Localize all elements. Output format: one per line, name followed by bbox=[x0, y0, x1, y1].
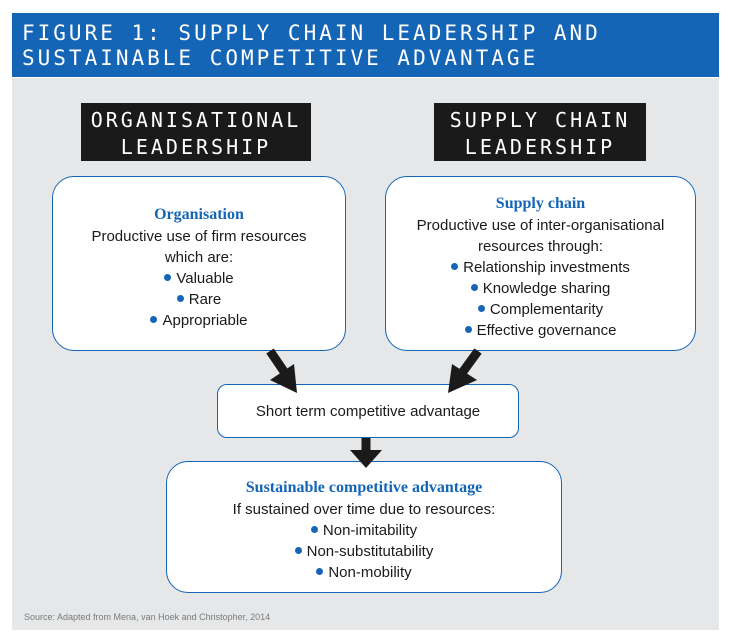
organisation-text-line-1: Productive use of firm resources bbox=[91, 228, 307, 245]
bullet-dot-icon bbox=[294, 547, 302, 554]
list-item: Rare bbox=[53, 289, 345, 310]
organisational-header-line-2: LEADERSHIP bbox=[120, 135, 272, 159]
short-term-advantage-text: Short term competitive advantage bbox=[255, 403, 481, 420]
sustainable-advantage-box: Sustainable competitive advantage If sus… bbox=[166, 461, 562, 593]
list-item: Non-substitutability bbox=[167, 541, 561, 562]
list-item: Non-imitability bbox=[167, 520, 561, 541]
list-item: Effective governance bbox=[386, 320, 695, 341]
bullet-dot-icon bbox=[176, 295, 184, 302]
supply-chain-text-line-1: Productive use of inter-organisational bbox=[416, 217, 665, 234]
organisation-bullet-list: Valuable Rare Appropriable bbox=[53, 268, 345, 331]
bullet-dot-icon bbox=[470, 284, 478, 291]
bullet-text: Appropriable bbox=[162, 312, 248, 329]
list-item: Non-mobility bbox=[167, 562, 561, 583]
supply-chain-bullet-list: Relationship investments Knowledge shari… bbox=[386, 257, 695, 341]
bullet-dot-icon bbox=[164, 274, 172, 281]
list-item: Knowledge sharing bbox=[386, 278, 695, 299]
list-item: Appropriable bbox=[53, 310, 345, 331]
list-item: Relationship investments bbox=[386, 257, 695, 278]
figure-title-line-2: SUSTAINABLE COMPETITIVE ADVANTAGE bbox=[22, 46, 539, 70]
sustainable-bullet-list: Non-imitability Non-substitutability Non… bbox=[167, 520, 561, 583]
organisational-leadership-header: ORGANISATIONAL LEADERSHIP bbox=[81, 103, 311, 161]
bullet-dot-icon bbox=[464, 326, 472, 333]
figure-title-bar: FIGURE 1: SUPPLY CHAIN LEADERSHIP AND SU… bbox=[12, 13, 719, 77]
list-item: Complementarity bbox=[386, 299, 695, 320]
organisation-heading: Organisation bbox=[154, 206, 244, 223]
source-note: Source: Adapted from Mena, van Hoek and … bbox=[24, 612, 271, 622]
bullet-dot-icon bbox=[150, 316, 158, 323]
supply-chain-heading: Supply chain bbox=[495, 195, 586, 212]
bullet-dot-icon bbox=[316, 568, 324, 575]
sustainable-advantage-heading: Sustainable competitive advantage bbox=[245, 479, 483, 496]
supply-chain-text-line-2: resources through: bbox=[477, 238, 604, 255]
sustainable-advantage-text: If sustained over time due to resources: bbox=[232, 501, 496, 518]
bullet-text: Non-imitability bbox=[322, 522, 418, 539]
organisation-box: Organisation Productive use of firm reso… bbox=[52, 176, 346, 351]
bullet-dot-icon bbox=[310, 526, 318, 533]
organisation-text-line-2: which are: bbox=[164, 249, 234, 266]
bullet-text: Relationship investments bbox=[463, 259, 630, 276]
supply-chain-leadership-header: SUPPLY CHAIN LEADERSHIP bbox=[434, 103, 646, 161]
supply-chain-box: Supply chain Productive use of inter-org… bbox=[385, 176, 696, 351]
bullet-text: Complementarity bbox=[489, 301, 604, 318]
bullet-text: Valuable bbox=[176, 270, 234, 287]
short-term-advantage-box: Short term competitive advantage bbox=[217, 384, 519, 438]
bullet-text: Effective governance bbox=[476, 322, 617, 339]
bullet-dot-icon bbox=[451, 263, 459, 270]
bullet-text: Non-substitutability bbox=[306, 543, 434, 560]
bullet-text: Non-mobility bbox=[328, 564, 412, 581]
bullet-dot-icon bbox=[477, 305, 485, 312]
list-item: Valuable bbox=[53, 268, 345, 289]
organisational-header-line-1: ORGANISATIONAL bbox=[90, 108, 302, 132]
supply-chain-header-line-2: LEADERSHIP bbox=[464, 135, 616, 159]
supply-chain-header-line-1: SUPPLY CHAIN bbox=[449, 108, 631, 132]
figure-title-line-1: FIGURE 1: SUPPLY CHAIN LEADERSHIP AND bbox=[22, 21, 601, 45]
bullet-text: Rare bbox=[188, 291, 222, 308]
bullet-text: Knowledge sharing bbox=[482, 280, 611, 297]
